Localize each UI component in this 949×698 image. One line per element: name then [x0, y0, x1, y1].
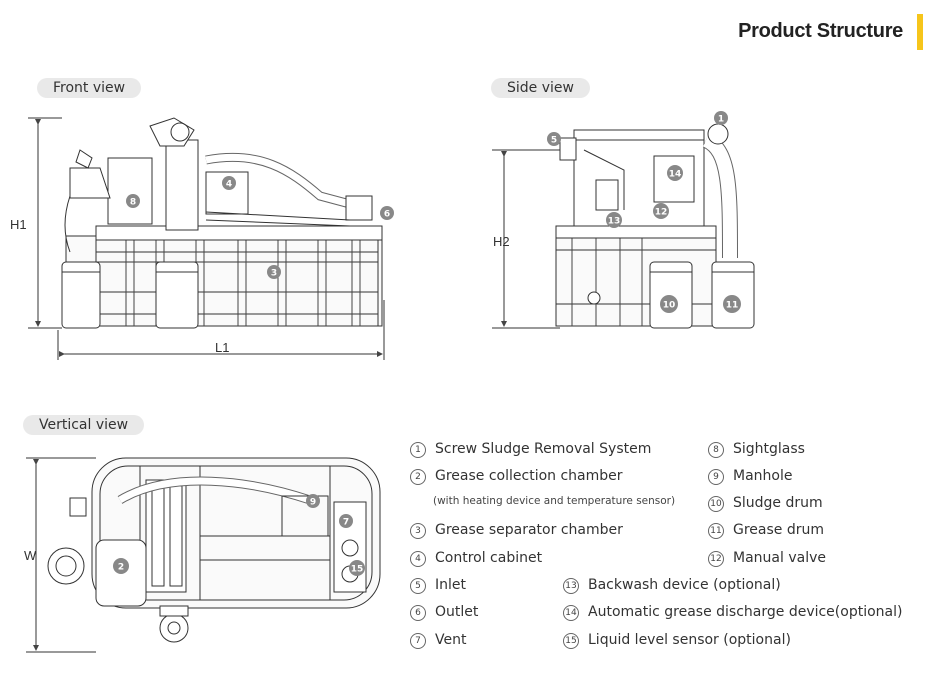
legend-item: 10 Sludge drum: [708, 494, 823, 512]
legend-label: Vent: [435, 632, 467, 648]
legend-item: 14 Automatic grease discharge device(opti…: [563, 603, 902, 621]
legend-item: 9 Manhole: [708, 467, 792, 485]
legend-number: 4: [410, 551, 426, 567]
legend-item: 4 Control cabinet: [410, 549, 542, 567]
legend-label: Sightglass: [733, 441, 805, 457]
svg-text:6: 6: [384, 210, 390, 220]
legend-item: 6 Outlet: [410, 603, 478, 621]
front-callout-6: 6: [380, 206, 394, 220]
svg-text:5: 5: [551, 136, 557, 146]
legend-label: Grease drum: [733, 522, 824, 538]
legend-item: 13 Backwash device (optional): [563, 576, 781, 594]
legend-number: 5: [410, 578, 426, 594]
legend-item: 12 Manual valve: [708, 549, 826, 567]
side-callout-5: 5: [547, 132, 561, 146]
legend-item: 5 Inlet: [410, 576, 466, 594]
side-callout-14: 14: [667, 165, 683, 181]
svg-text:15: 15: [351, 565, 364, 575]
side-callout-1: 1: [714, 111, 728, 125]
vertical-view-label: Vertical view: [23, 415, 145, 435]
legend-label: Grease separator chamber: [435, 522, 623, 538]
legend-item: 7 Vent: [410, 631, 466, 649]
legend-item: 15 Liquid level sensor (optional): [563, 631, 791, 649]
front-view-label: Front view: [37, 78, 142, 98]
svg-text:8: 8: [130, 198, 136, 208]
svg-text:2: 2: [118, 563, 124, 573]
front-callout-8: 8: [126, 194, 140, 208]
legend-number: 12: [708, 551, 724, 567]
legend-label: Grease collection chamber: [435, 468, 623, 484]
legend-label: Manhole: [733, 468, 793, 484]
legend-number: 6: [410, 605, 426, 621]
legend-label: Backwash device (optional): [588, 577, 781, 593]
legend-number: 1: [410, 442, 426, 458]
front-callout-4: 4: [222, 176, 236, 190]
legend-label: Inlet: [435, 577, 466, 593]
legend-number: 13: [563, 578, 579, 594]
svg-text:13: 13: [608, 217, 621, 227]
legend-label: Screw Sludge Removal System: [435, 441, 652, 457]
svg-text:4: 4: [226, 180, 232, 190]
legend-number: 7: [410, 633, 426, 649]
legend-label: Manual valve: [733, 550, 826, 566]
legend-number: 8: [708, 442, 724, 458]
title-accent-bar: [917, 14, 923, 50]
legend-note: (with heating device and temperature sen…: [433, 495, 676, 507]
dim-w: W: [24, 548, 37, 563]
legend-label: Liquid level sensor (optional): [588, 632, 791, 648]
legend-label: Sludge drum: [733, 495, 823, 511]
vertical-callout-7: 7: [339, 514, 353, 528]
svg-text:11: 11: [726, 301, 739, 311]
legend-number: 14: [563, 605, 579, 621]
vertical-view-drawing: [26, 457, 381, 653]
front-view-drawing: [28, 117, 385, 360]
legend-item: 11 Grease drum: [708, 521, 824, 539]
side-callout-13: 13: [606, 212, 622, 228]
side-callout-12: 12: [653, 203, 669, 219]
svg-text:7: 7: [343, 518, 349, 528]
dim-h2: H2: [493, 234, 510, 249]
legend-item: 1 Screw Sludge Removal System: [410, 440, 651, 458]
svg-text:14: 14: [669, 170, 682, 180]
vertical-callout-9: 9: [306, 494, 320, 508]
svg-text:1: 1: [718, 115, 724, 125]
svg-text:10: 10: [663, 301, 676, 311]
legend-number: 9: [708, 469, 724, 485]
vertical-callout-2: 2: [113, 558, 129, 574]
svg-text:3: 3: [271, 269, 277, 279]
side-callout-10: 10: [660, 295, 678, 313]
legend-label: Automatic grease discharge device(option…: [588, 604, 903, 620]
legend-item: 8 Sightglass: [708, 440, 805, 458]
legend-number: 2: [410, 469, 426, 485]
front-callout-3: 3: [267, 265, 281, 279]
legend-number: 15: [563, 633, 579, 649]
page-title: Product Structure: [738, 20, 903, 42]
side-callout-11: 11: [723, 295, 741, 313]
legend-label: Control cabinet: [435, 550, 543, 566]
svg-text:12: 12: [655, 208, 668, 218]
side-view-label: Side view: [491, 78, 590, 98]
legend-item: 2 Grease collection chamber: [410, 467, 623, 485]
legend-number: 10: [708, 496, 724, 512]
vertical-callout-15: 15: [349, 560, 365, 576]
legend-label: Outlet: [435, 604, 479, 620]
legend-number: 11: [708, 523, 724, 539]
dim-h1: H1: [10, 217, 27, 232]
side-view-drawing: [492, 123, 755, 329]
legend-number: 3: [410, 523, 426, 539]
svg-text:9: 9: [310, 498, 316, 508]
legend-item: 3 Grease separator chamber: [410, 521, 623, 539]
dim-l1: L1: [215, 340, 229, 355]
